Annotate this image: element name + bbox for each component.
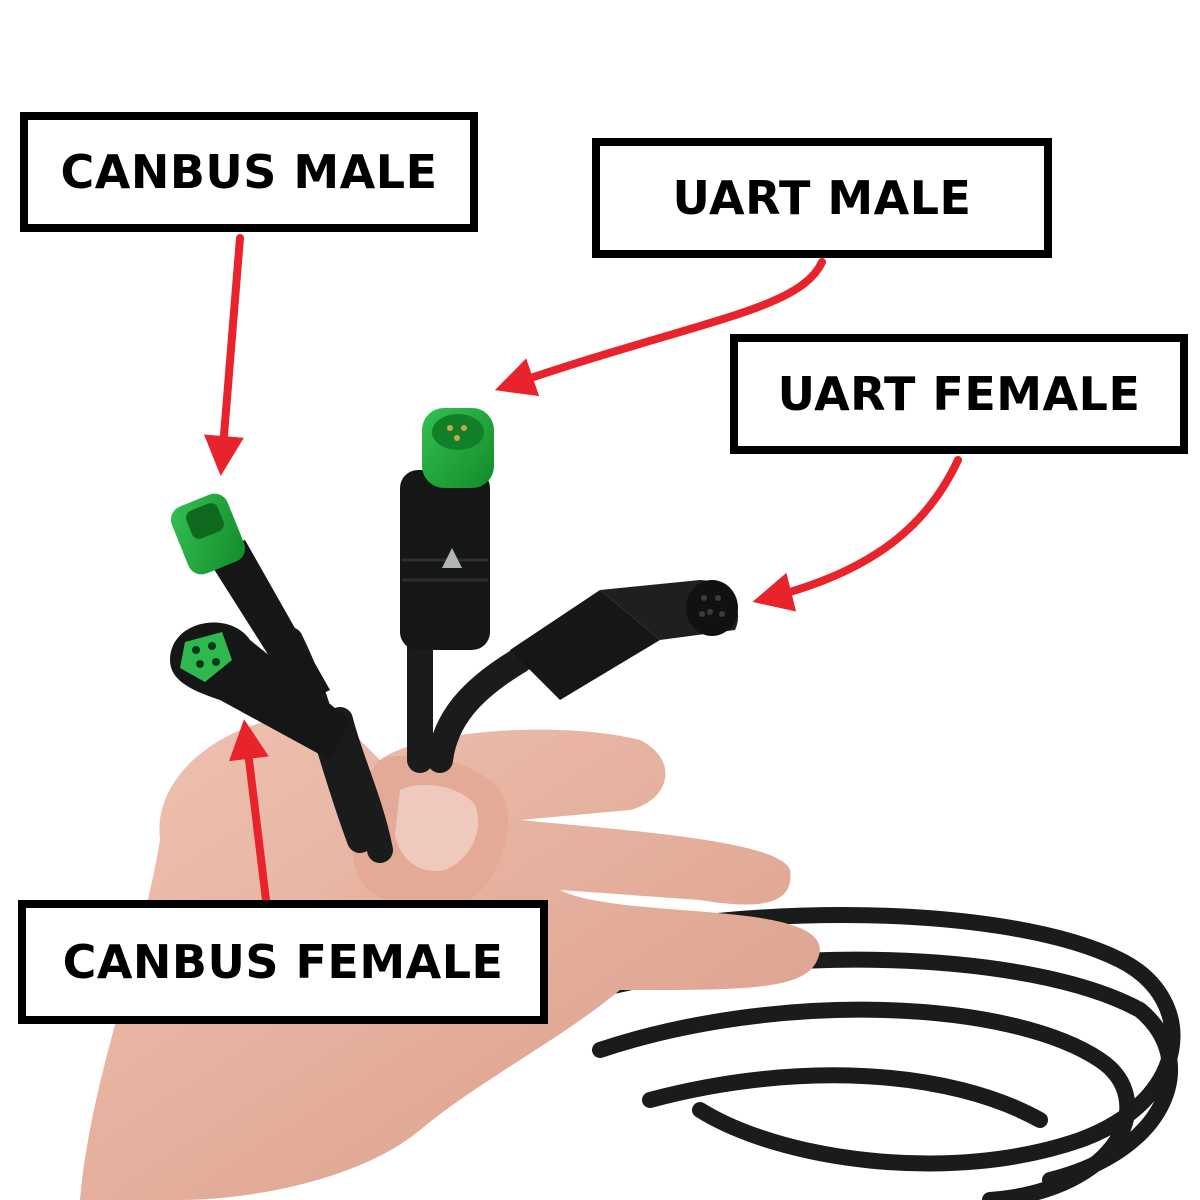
- uart-female-text: UART FEMALE: [777, 367, 1141, 421]
- canbus-female-connector: [170, 622, 350, 760]
- canbus-male-text: CANBUS MALE: [60, 145, 438, 199]
- uart-male-arrow: [494, 258, 826, 397]
- canbus-male-arrow: [204, 234, 244, 476]
- uart-male-connector: [400, 408, 494, 650]
- uart-male-label: UART MALE: [592, 138, 1052, 258]
- canbus-female-text: CANBUS FEMALE: [62, 935, 504, 989]
- callout-arrows: [204, 234, 962, 904]
- uart-male-text: UART MALE: [672, 171, 972, 225]
- canbus-male-connector: [170, 493, 330, 705]
- uart-female-arrow: [752, 456, 962, 612]
- canbus-male-label: CANBUS MALE: [20, 112, 478, 232]
- uart-female-connector: [510, 580, 739, 700]
- canbus-female-arrow: [229, 719, 270, 904]
- uart-female-label: UART FEMALE: [730, 334, 1188, 454]
- canbus-female-label: CANBUS FEMALE: [18, 900, 548, 1024]
